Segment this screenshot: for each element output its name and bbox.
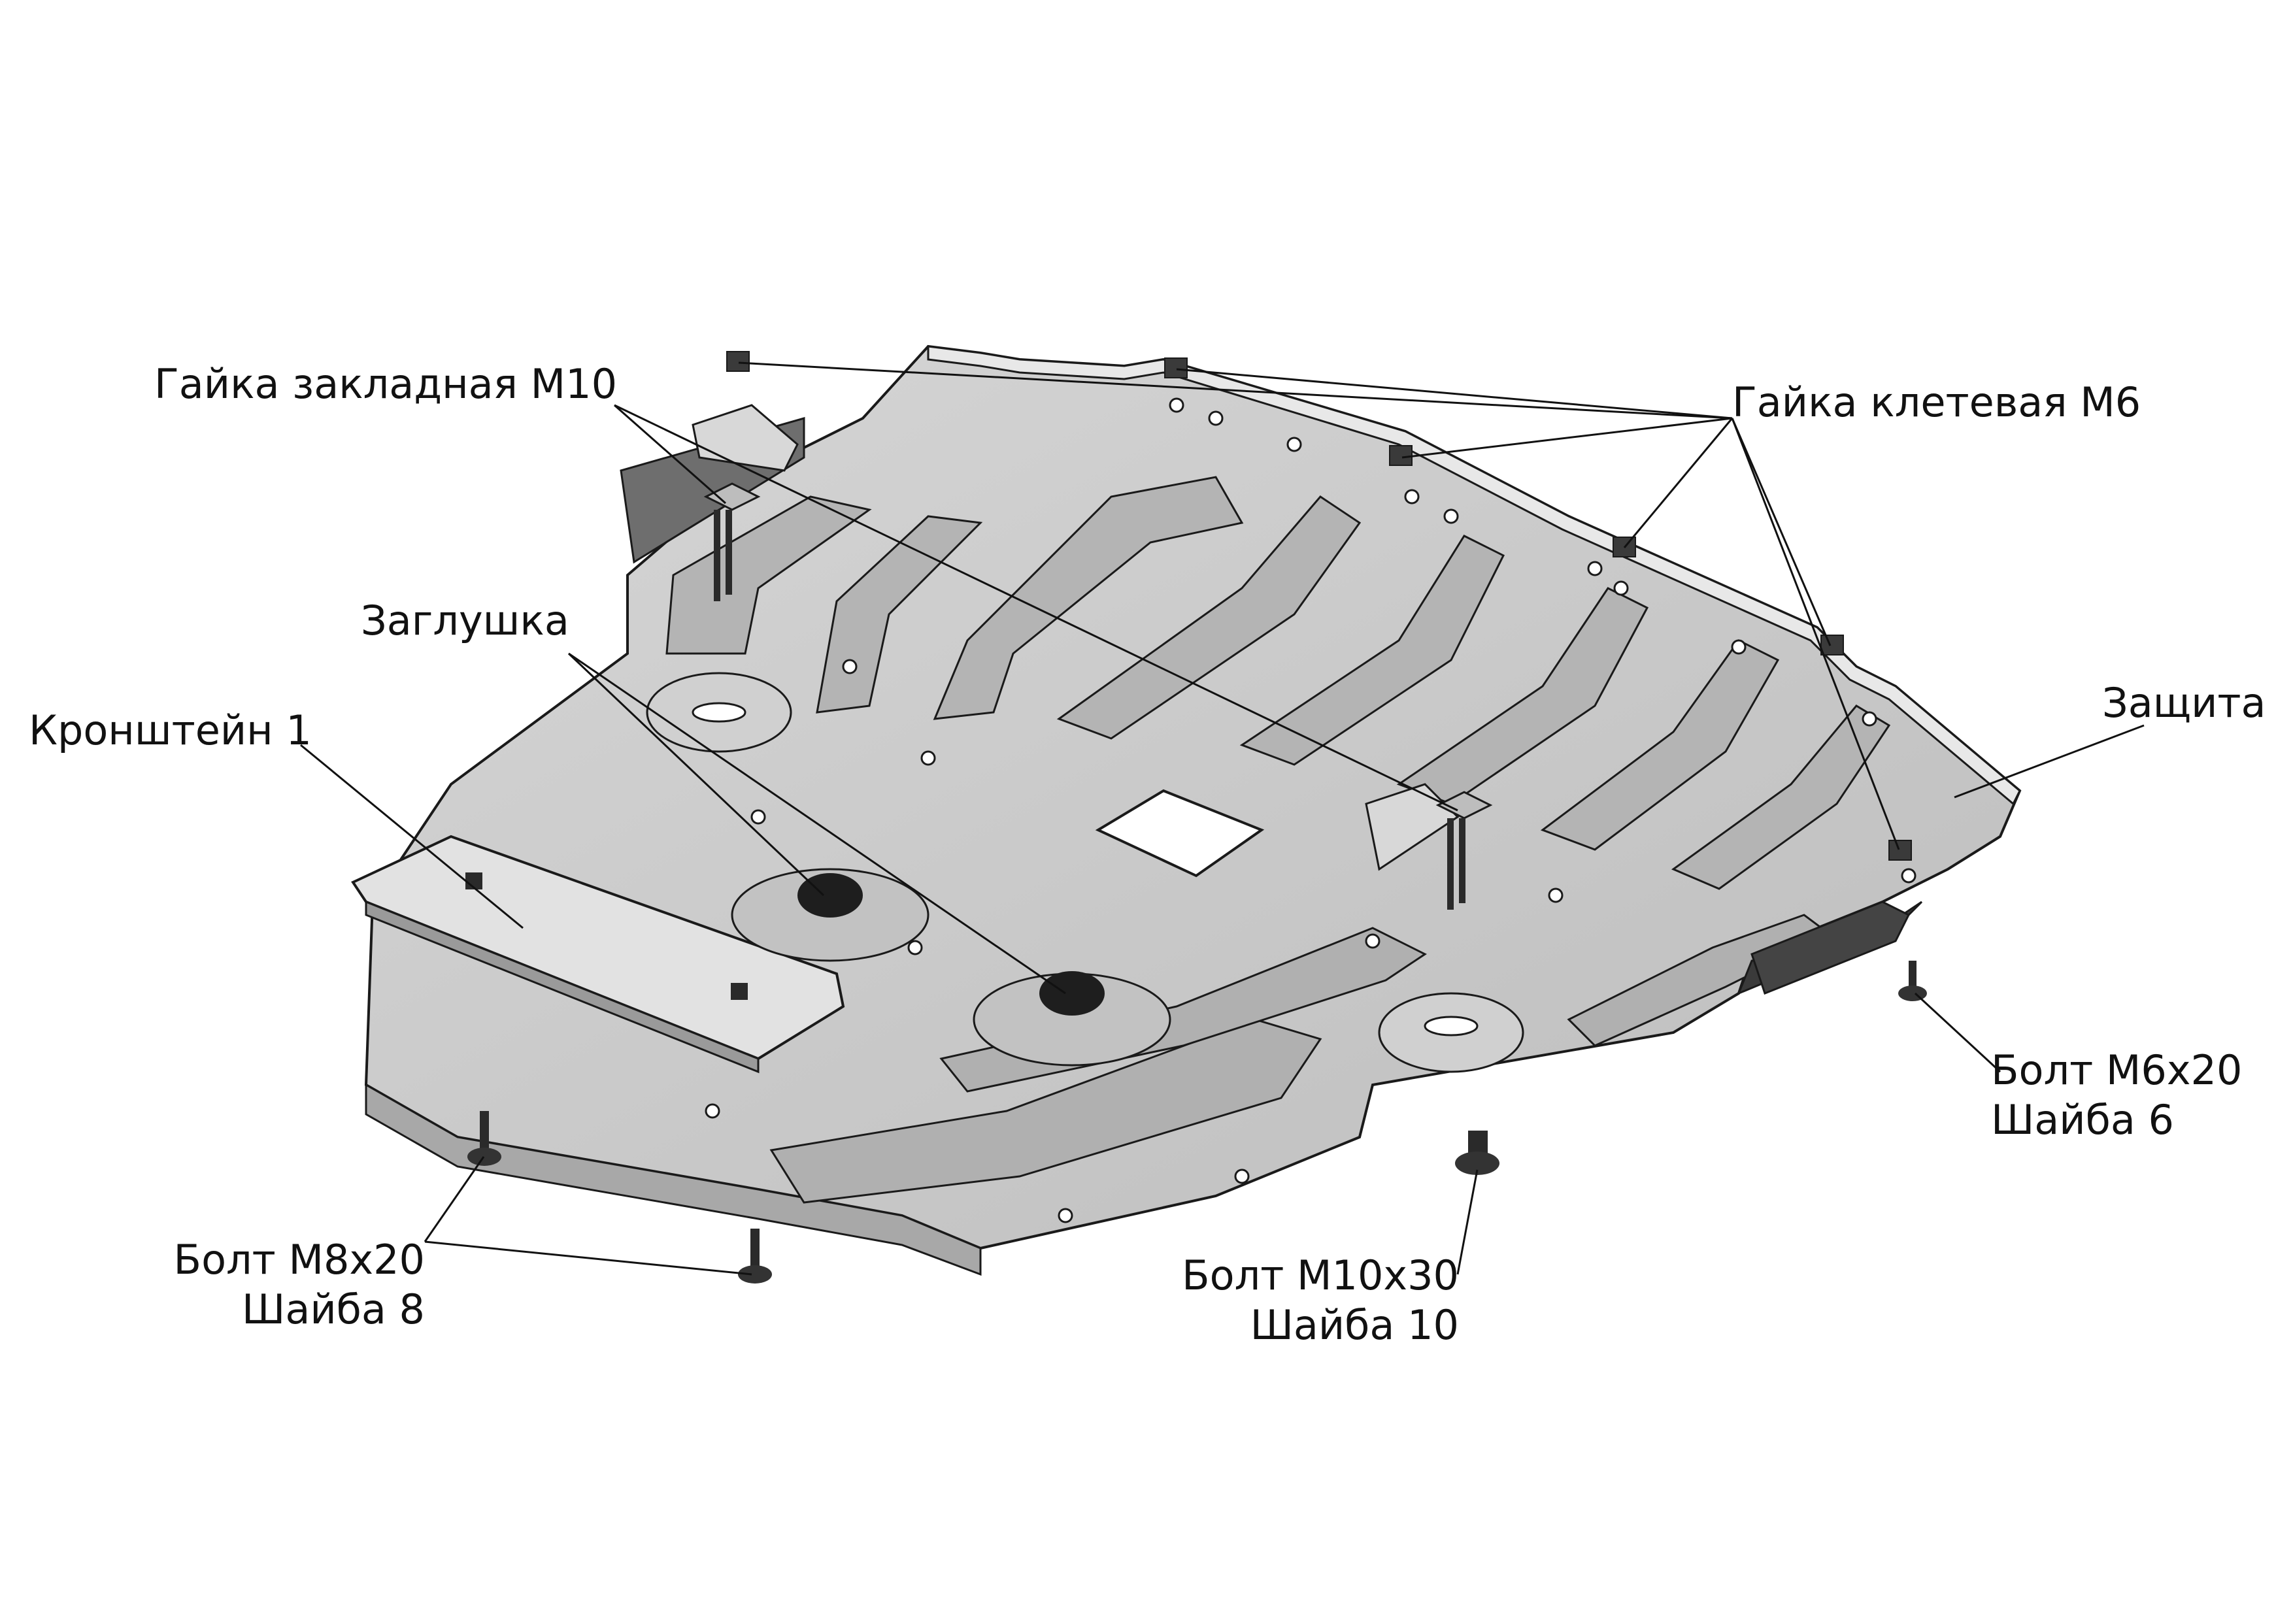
left-mount-tab <box>620 404 805 564</box>
label-bolt-m10-line2: Шайба 10 <box>1250 1301 1459 1349</box>
label-plug: Заглушка <box>361 597 569 644</box>
service-hatch <box>1095 789 1265 878</box>
insert-nut-m10-2 <box>1365 783 1493 910</box>
bolt-m8-1 <box>467 1111 501 1166</box>
stiffening-ribs <box>665 476 1891 890</box>
protection-plate <box>364 344 2022 1276</box>
mounting-holes <box>705 397 1916 1223</box>
bracket-1 <box>351 835 845 1074</box>
cage-nut-m6-5 <box>1820 635 1844 655</box>
label-bolt-m10-line1: Болт М10х30 <box>1182 1251 1459 1299</box>
cage-nut-m6-6 <box>1888 840 1912 861</box>
plug-2 <box>973 971 1171 1067</box>
bolt-m8-2 <box>738 1229 772 1284</box>
label-bracket-1: Кронштейн 1 <box>29 706 312 754</box>
label-bolt-m8-line2: Шайба 8 <box>242 1285 425 1333</box>
label-bolt-m6-line2: Шайба 6 <box>1991 1096 2174 1144</box>
label-insert-nut-m10: Гайка закладная М10 <box>154 360 618 408</box>
leader-lines <box>300 361 2145 1276</box>
cage-nut-m6-1 <box>726 351 750 372</box>
insert-nut-m10-1 <box>703 482 761 601</box>
label-protection: Защита <box>2102 679 2266 727</box>
label-bolt-m8-line1: Болт М8х20 <box>173 1236 425 1284</box>
label-cage-nut-m6: Гайка клетевая М6 <box>1732 378 2141 426</box>
bolt-m6 <box>1898 961 1927 1001</box>
plug-1 <box>731 868 929 962</box>
cage-nut-m6-3 <box>1389 445 1413 466</box>
cage-nut-m6-2 <box>1164 357 1188 378</box>
label-bolt-m6-line1: Болт М6х20 <box>1991 1046 2243 1094</box>
bolt-m10 <box>1455 1131 1499 1175</box>
